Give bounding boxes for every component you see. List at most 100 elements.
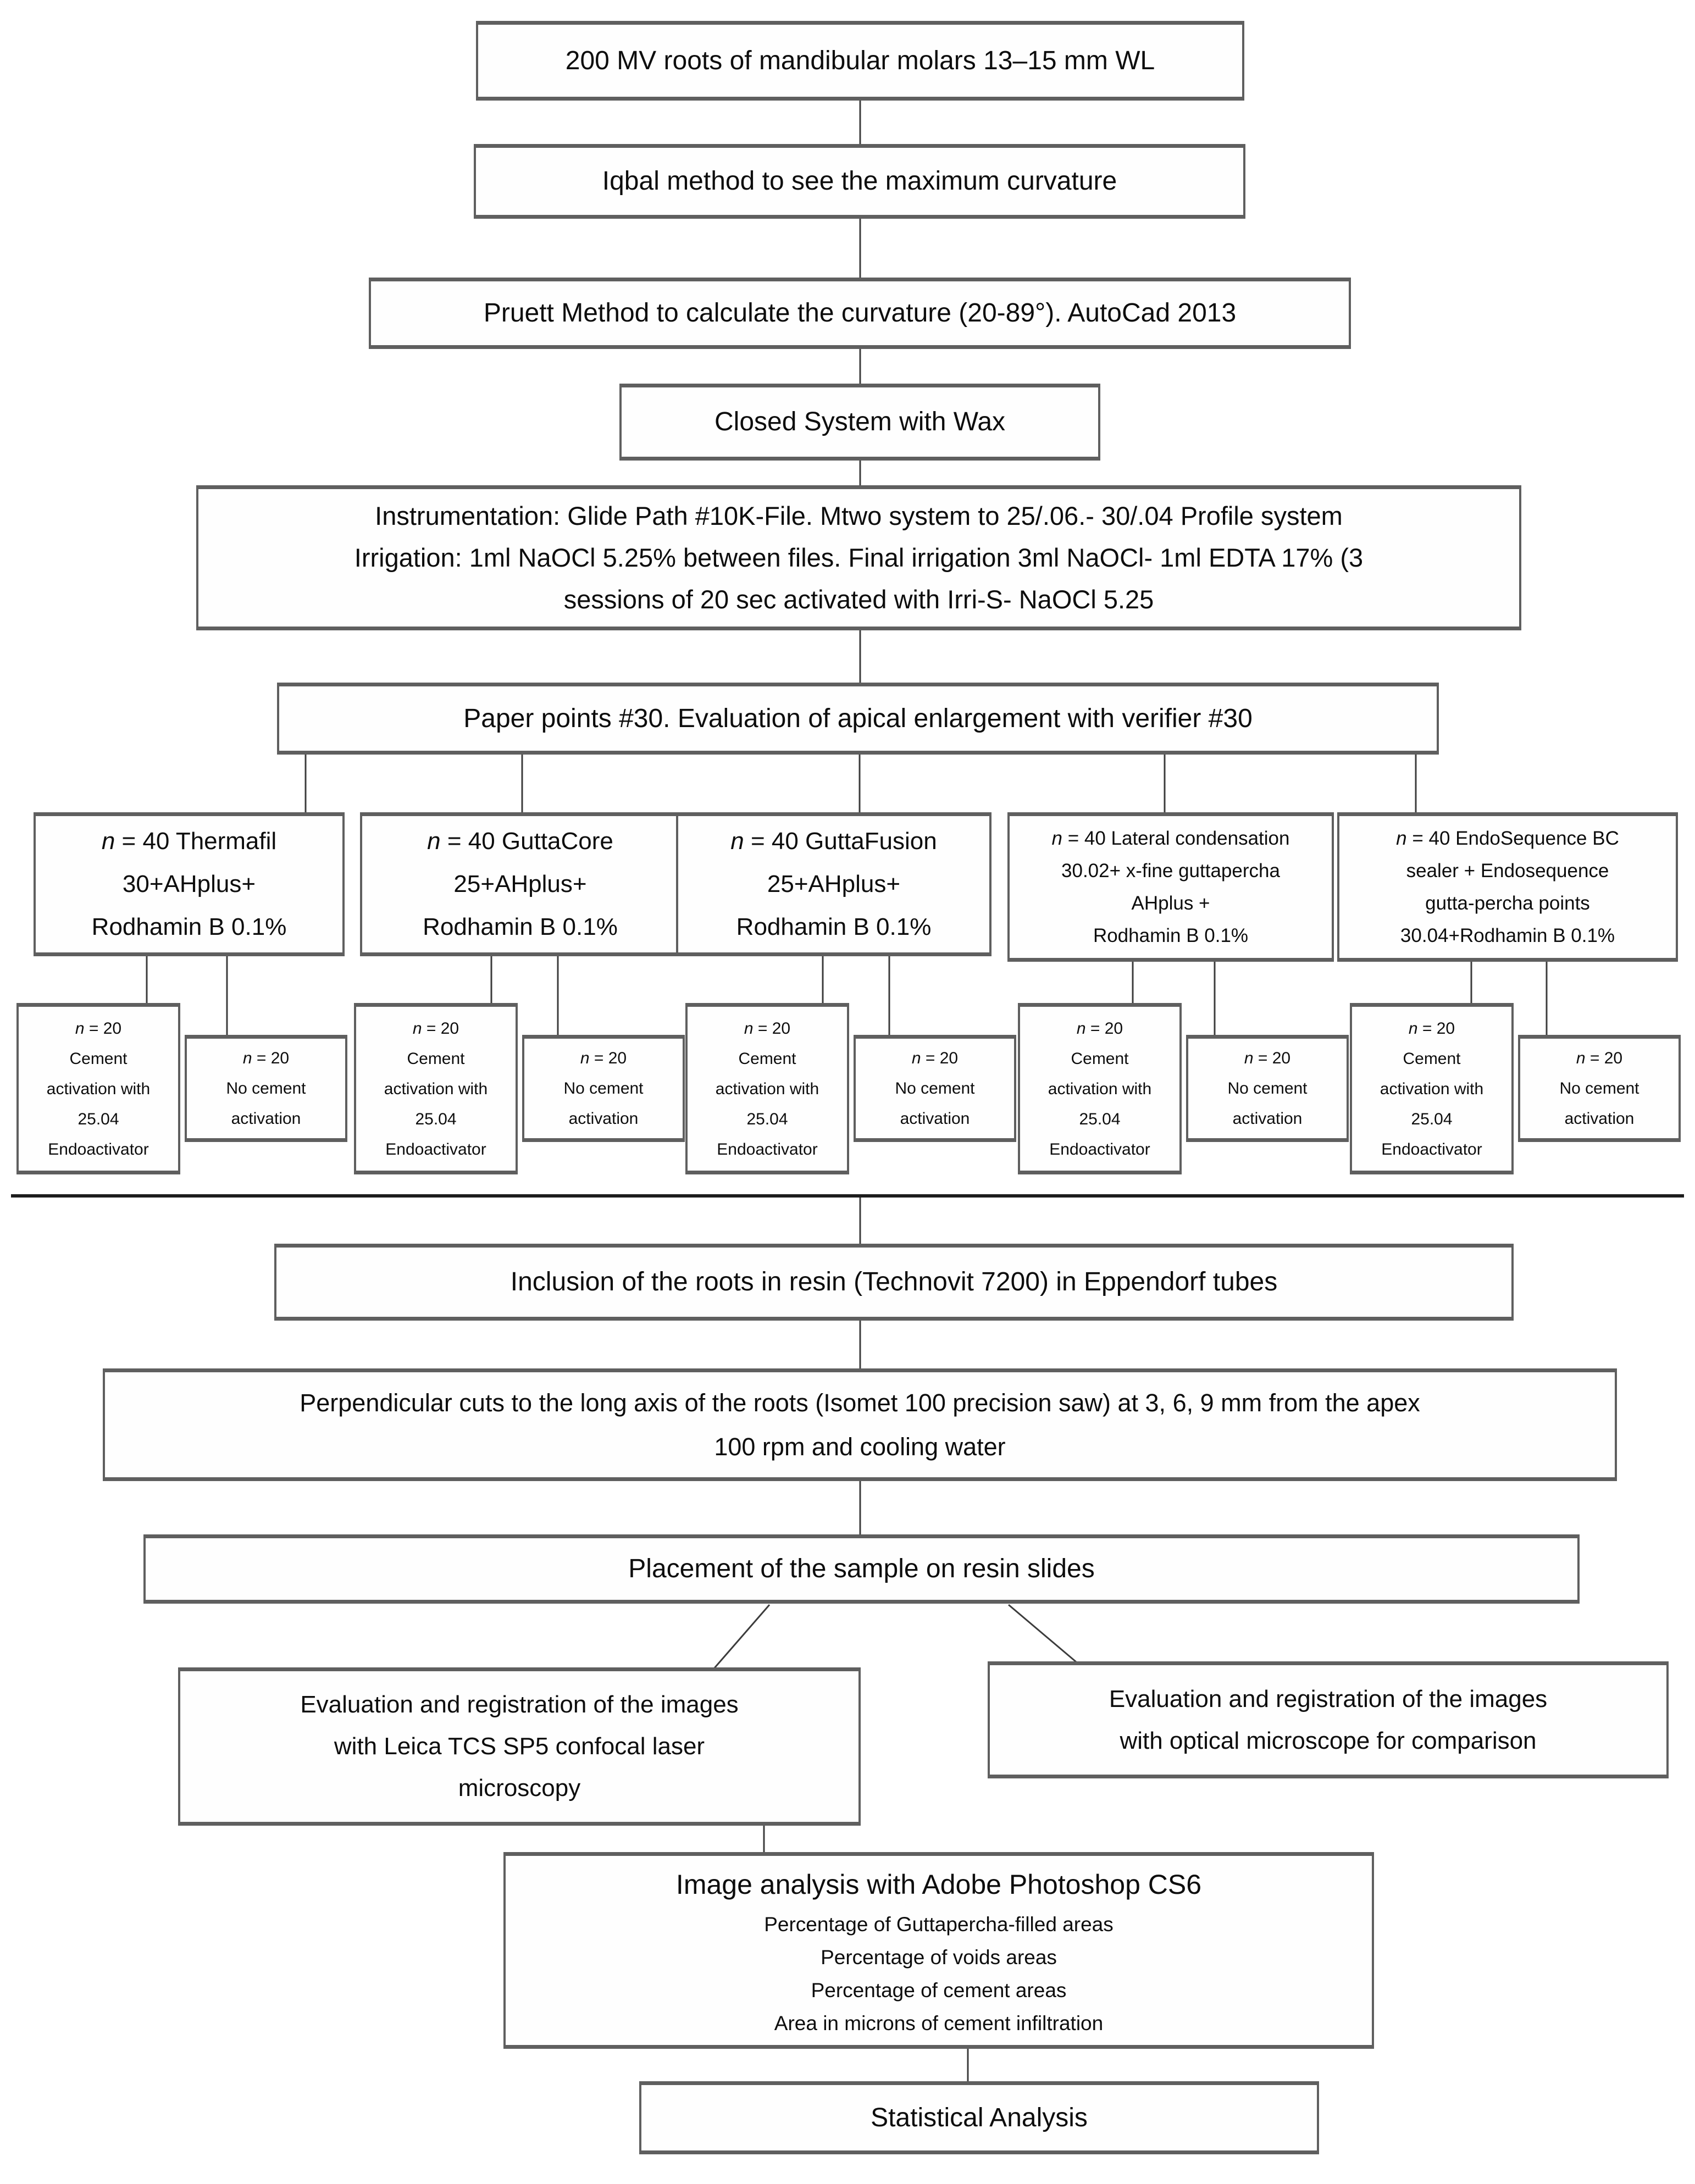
subgroup-text-line: Endoactivator xyxy=(385,1140,486,1158)
box-text-line: Statistical Analysis xyxy=(871,2103,1088,2132)
n-line-text: = 40 EndoSequence BC xyxy=(1406,828,1619,849)
group-text-line: 25+AHplus+ xyxy=(767,871,901,897)
group-box-guttafusion: n = 40 GuttaFusion 25+AHplus+ Rodhamin B… xyxy=(676,812,991,956)
subgroup-n-line: n = 20 xyxy=(356,1013,516,1044)
n-line-text: = 40 Thermafil xyxy=(115,828,277,855)
group-text-line: 30.04+Rodhamin B 0.1% xyxy=(1400,925,1615,946)
subgroup-n-line: n = 20 xyxy=(187,1043,345,1073)
n-italic: n xyxy=(101,828,115,855)
subgroup-text-line: activation with xyxy=(715,1079,819,1098)
flow-box-sample: 200 MV roots of mandibular molars 13–15 … xyxy=(476,21,1244,101)
subgroup-n-line: n = 20 xyxy=(524,1043,683,1073)
subgroup-n-line: n = 20 xyxy=(1352,1013,1511,1044)
subgroup-box-no-activation-5: n = 20 No cement activation xyxy=(1518,1035,1681,1142)
box-text-line: with Leica TCS SP5 confocal laser xyxy=(334,1733,705,1760)
subgroup-n-line: n = 20 xyxy=(1020,1013,1179,1044)
subgroup-text-line: activation with xyxy=(384,1079,488,1098)
subgroup-text-line: No cement xyxy=(226,1079,306,1097)
subgroup-n-line: n = 20 xyxy=(19,1013,178,1044)
box-text-line: microscopy xyxy=(458,1775,581,1801)
box-text-line: Iqbal method to see the maximum curvatur… xyxy=(602,167,1117,196)
subgroup-text-line: Cement xyxy=(1403,1049,1461,1068)
group-n-line: n = 40 GuttaFusion xyxy=(678,820,989,863)
group-text-line: Rodhamin B 0.1% xyxy=(736,913,932,940)
n-italic: n xyxy=(911,1049,921,1067)
group-text-line: 30+AHplus+ xyxy=(122,871,256,897)
subgroup-box-cement-activation-5: n = 20 Cement activation with 25.04 Endo… xyxy=(1350,1003,1514,1174)
flow-box-optical-evaluation: Evaluation and registration of the image… xyxy=(988,1661,1669,1778)
n-line-text: = 20 xyxy=(1585,1049,1623,1067)
subgroup-text-line: Endoactivator xyxy=(717,1140,818,1158)
subgroup-text-line: 25.04 xyxy=(1411,1110,1453,1128)
n-italic: n xyxy=(1076,1019,1086,1038)
n-italic: n xyxy=(412,1019,422,1038)
subgroup-text-line: activation xyxy=(900,1110,970,1128)
subgroup-text-line: No cement xyxy=(1227,1079,1308,1097)
image-analysis-item: Percentage of voids areas xyxy=(821,1946,1057,1969)
group-n-line: n = 40 Lateral condensation xyxy=(1010,822,1332,855)
subgroup-text-line: activation with xyxy=(46,1079,151,1098)
box-text-line: Paper points #30. Evaluation of apical e… xyxy=(463,703,1253,733)
subgroup-text-line: activation xyxy=(1564,1110,1635,1128)
n-line-text: = 20 xyxy=(921,1049,959,1067)
group-n-line: n = 40 Thermafil xyxy=(36,820,342,863)
subgroup-box-cement-activation-2: n = 20 Cement activation with 25.04 Endo… xyxy=(354,1003,518,1174)
subgroup-text-line: 25.04 xyxy=(415,1110,457,1128)
subgroup-text-line: No cement xyxy=(1559,1079,1639,1097)
n-italic: n xyxy=(75,1019,85,1038)
group-text-line: Rodhamin B 0.1% xyxy=(91,913,287,940)
n-italic: n xyxy=(1396,828,1407,849)
box-text-line: Inclusion of the roots in resin (Technov… xyxy=(510,1267,1278,1296)
n-italic: n xyxy=(744,1019,754,1038)
n-italic: n xyxy=(242,1049,252,1067)
group-box-lateral-condensation: n = 40 Lateral condensation 30.02+ x-fin… xyxy=(1007,812,1334,962)
flow-box-iqbal-method: Iqbal method to see the maximum curvatur… xyxy=(474,144,1245,219)
flow-box-confocal-evaluation: Evaluation and registration of the image… xyxy=(178,1667,861,1826)
subgroup-text-line: 25.04 xyxy=(746,1110,788,1128)
n-line-text: = 20 xyxy=(1253,1049,1291,1067)
flow-box-image-analysis: Image analysis with Adobe Photoshop CS6 … xyxy=(503,1852,1374,2049)
group-box-thermafil: n = 40 Thermafil 30+AHplus+ Rodhamin B 0… xyxy=(34,812,345,956)
subgroup-text-line: Cement xyxy=(69,1049,128,1068)
group-box-guttacore: n = 40 GuttaCore 25+AHplus+ Rodhamin B 0… xyxy=(360,812,680,956)
box-text-line: 100 rpm and cooling water xyxy=(714,1432,1006,1461)
n-line-text: = 20 xyxy=(589,1049,627,1067)
box-text-line: Irrigation: 1ml NaOCl 5.25% between file… xyxy=(354,543,1364,572)
subgroup-text-line: Cement xyxy=(738,1049,796,1068)
subgroup-text-line: activation xyxy=(231,1110,301,1128)
box-text-line: with optical microscope for comparison xyxy=(1120,1727,1537,1754)
box-text-line: Evaluation and registration of the image… xyxy=(1109,1685,1548,1712)
n-line-text: = 40 Lateral condensation xyxy=(1062,828,1290,849)
box-text-line: Perpendicular cuts to the long axis of t… xyxy=(300,1388,1420,1417)
flow-box-instrumentation: Instrumentation: Glide Path #10K-File. M… xyxy=(196,485,1521,630)
subgroup-n-line: n = 20 xyxy=(1188,1043,1347,1073)
n-italic: n xyxy=(580,1049,590,1067)
subgroup-text-line: No cement xyxy=(895,1079,975,1097)
subgroup-text-line: activation xyxy=(568,1110,639,1128)
group-text-line: Rodhamin B 0.1% xyxy=(1093,925,1249,946)
flow-box-pruett-method: Pruett Method to calculate the curvature… xyxy=(369,278,1351,349)
flow-box-paper-points: Paper points #30. Evaluation of apical e… xyxy=(277,683,1439,755)
subgroup-text-line: 25.04 xyxy=(1079,1110,1121,1128)
subgroup-text-line: Cement xyxy=(1071,1049,1129,1068)
subgroup-box-no-activation-1: n = 20 No cement activation xyxy=(185,1035,347,1142)
flow-box-perpendicular-cuts: Perpendicular cuts to the long axis of t… xyxy=(103,1368,1617,1481)
subgroup-text-line: activation with xyxy=(1048,1079,1152,1098)
box-text-line: Evaluation and registration of the image… xyxy=(300,1691,739,1718)
group-n-line: n = 40 EndoSequence BC xyxy=(1339,822,1676,855)
n-line-text: = 20 xyxy=(1085,1019,1123,1038)
subgroup-text-line: Cement xyxy=(407,1049,465,1068)
n-italic: n xyxy=(1051,828,1062,849)
n-line-text: = 20 xyxy=(1417,1019,1455,1038)
subgroup-text-line: No cement xyxy=(563,1079,644,1097)
n-italic: n xyxy=(427,828,441,855)
subgroup-box-no-activation-4: n = 20 No cement activation xyxy=(1186,1035,1349,1142)
image-analysis-item: Percentage of cement areas xyxy=(811,1979,1067,2002)
n-line-text: = 40 GuttaCore xyxy=(440,828,613,855)
flow-box-closed-system: Closed System with Wax xyxy=(619,384,1100,461)
subgroup-n-line: n = 20 xyxy=(856,1043,1014,1073)
flow-box-placement: Placement of the sample on resin slides xyxy=(143,1534,1580,1604)
n-line-text: = 20 xyxy=(753,1019,791,1038)
group-text-line: AHplus + xyxy=(1131,893,1210,914)
